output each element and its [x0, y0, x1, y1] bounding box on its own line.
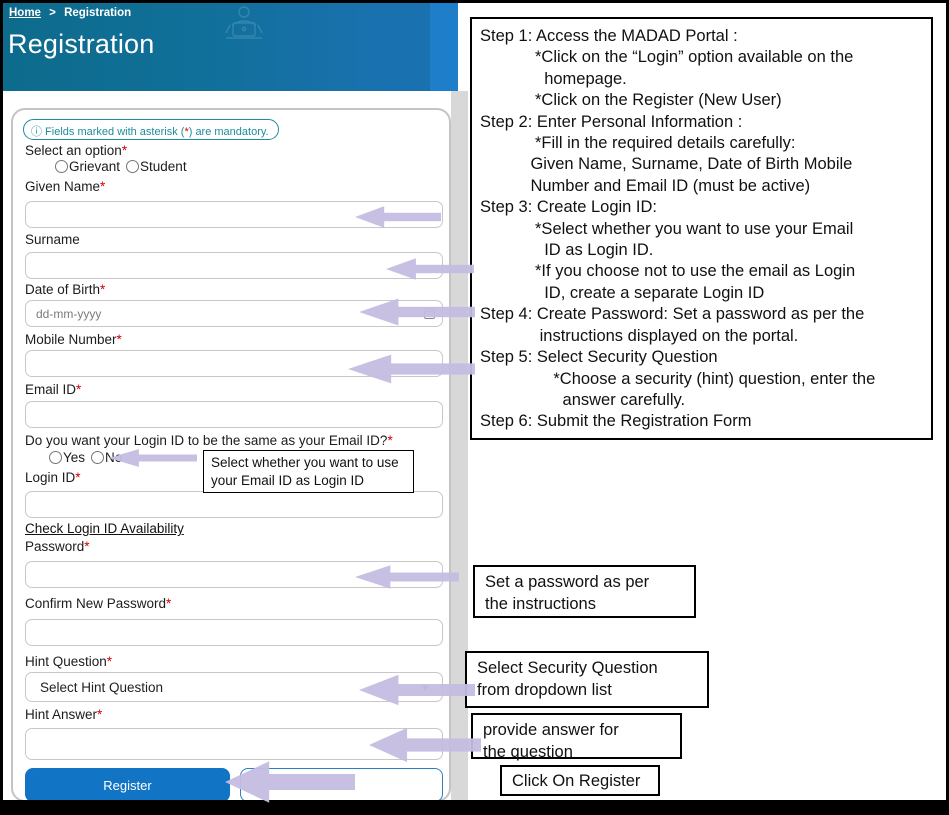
- bottom-frame-bar: [3, 800, 946, 812]
- person-at-laptop-icon: [218, 3, 270, 52]
- hint-question-selected-value: Select Hint Question: [40, 679, 164, 695]
- arrow-register-icon: [225, 759, 355, 805]
- info-icon: ⓘ: [31, 126, 42, 138]
- breadcrumb-separator-icon: >: [49, 7, 56, 19]
- page-header: Home > Registration Registration: [3, 3, 458, 91]
- grievant-radio[interactable]: [55, 160, 68, 173]
- arrow-mobile-icon: [348, 353, 475, 385]
- yes-radio-label[interactable]: Yes: [63, 450, 86, 465]
- given-name-label: Given Name*: [25, 179, 106, 194]
- student-radio[interactable]: [126, 160, 140, 173]
- annotation-password: Set a password as per the instructions: [473, 565, 696, 618]
- surname-input[interactable]: [25, 252, 443, 279]
- yes-radio[interactable]: [49, 451, 62, 464]
- header-accent-block: [430, 3, 458, 91]
- annotation-click-register: Click On Register: [500, 765, 660, 796]
- login-id-label: Login ID*: [25, 470, 81, 485]
- breadcrumb: Home > Registration: [9, 7, 131, 19]
- arrow-dob-icon: [359, 297, 475, 327]
- same-login-radio-group: Yes No: [49, 450, 128, 465]
- arrow-password-icon: [355, 564, 459, 590]
- mobile-number-label: Mobile Number*: [25, 332, 122, 347]
- arrow-hint-question-icon: [359, 673, 475, 707]
- arrow-yes-no-icon: [109, 448, 197, 468]
- grievant-radio-label[interactable]: Grievant: [69, 159, 121, 174]
- surname-label: Surname: [25, 232, 80, 247]
- option-radio-group: Grievant Student: [55, 159, 193, 174]
- annotation-security-question: Select Security Question from dropdown l…: [465, 651, 709, 708]
- email-id-label: Email ID*: [25, 382, 82, 397]
- confirm-password-input[interactable]: [25, 619, 443, 646]
- password-label: Password*: [25, 539, 90, 554]
- dob-label: Date of Birth*: [25, 282, 106, 297]
- register-button[interactable]: Register: [25, 768, 230, 802]
- hint-question-label: Hint Question*: [25, 654, 113, 669]
- login-id-input[interactable]: [25, 491, 443, 518]
- breadcrumb-home-link[interactable]: Home: [9, 7, 41, 19]
- same-login-question-label: Do you want your Login ID to be the same…: [25, 433, 393, 448]
- hint-answer-label: Hint Answer*: [25, 707, 103, 722]
- instructions-panel: Step 1: Access the MADAD Portal : *Click…: [470, 17, 933, 440]
- mandatory-fields-note: ⓘ Fields marked with asterisk (*) are ma…: [23, 119, 279, 140]
- no-radio[interactable]: [91, 451, 105, 464]
- email-id-input[interactable]: [25, 401, 443, 428]
- breadcrumb-current: Registration: [64, 7, 132, 19]
- arrow-given-name-icon: [355, 205, 441, 229]
- annotation-answer: provide answer for the question: [471, 713, 682, 761]
- arrow-hint-answer-icon: [369, 726, 481, 764]
- select-option-label: Select an option*: [25, 143, 128, 158]
- student-radio-label[interactable]: Student: [140, 159, 187, 174]
- check-login-availability-link[interactable]: Check Login ID Availability: [25, 521, 184, 536]
- arrow-surname-icon: [386, 257, 474, 281]
- page-title: Registration: [8, 29, 155, 59]
- annotation-email-login: Select whether you want to use your Emai…: [203, 450, 414, 493]
- confirm-password-label: Confirm New Password*: [25, 596, 172, 611]
